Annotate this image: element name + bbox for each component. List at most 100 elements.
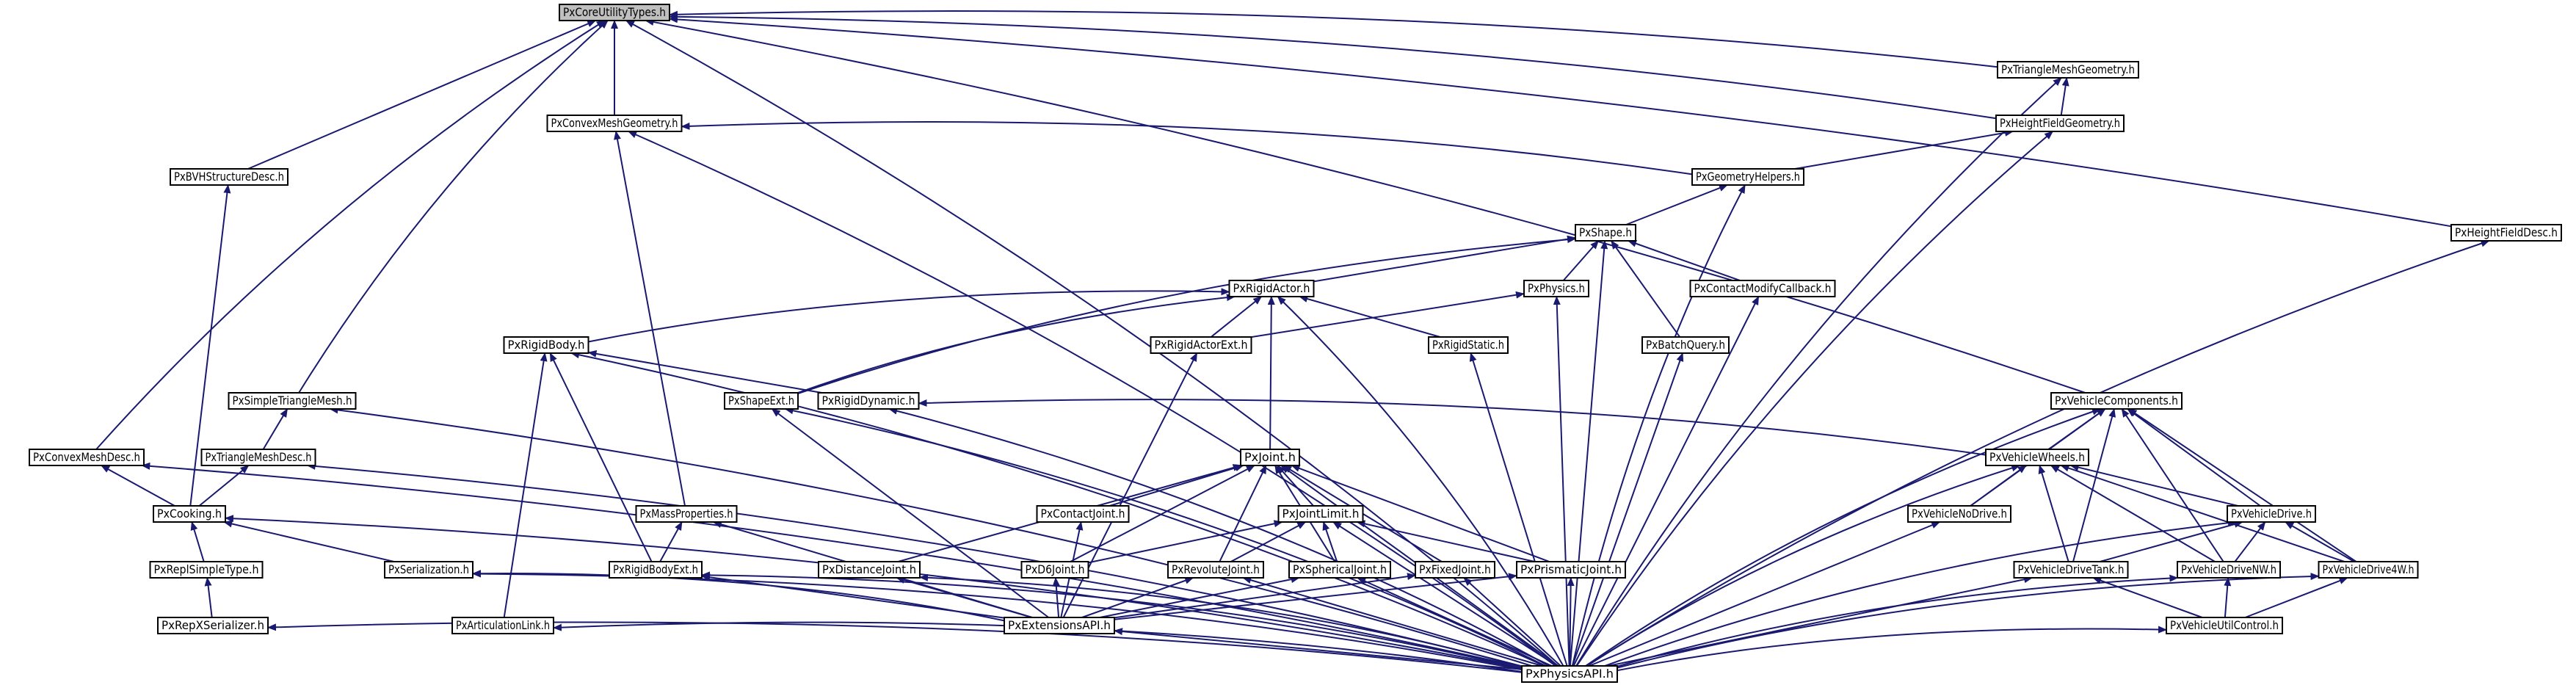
node-box [2450,224,2562,242]
node-label: PxTriangleMeshDesc.h [206,450,312,464]
node-box [1691,168,1804,186]
node-physics[interactable]: PxPhysics.h [1523,280,1589,297]
node-serialization[interactable]: PxSerialization.h [384,561,474,579]
node-rigidbodyext[interactable]: PxRigidBodyExt.h [609,561,703,579]
node-physicsapi[interactable]: PxPhysicsAPI.h [1521,665,1618,683]
edge-vehdrivetank-to-vehcomp [2072,408,2116,562]
node-label: PxVehicleDriveTank.h [2018,562,2125,576]
node-cooking[interactable]: PxCooking.h [153,505,226,523]
node-replserializer[interactable]: PxRepXSerializer.h [157,617,269,634]
edge-physicsapi-to-vehdrivetank [1608,576,2033,667]
node-box [1995,115,2125,132]
node-bvh[interactable]: PxBVHStructureDesc.h [170,168,289,186]
edge-geomhelpers-to-convexgeom [681,121,1693,175]
node-tridesc[interactable]: PxTriangleMeshDesc.h [200,449,316,466]
edge-extensionsapi-to-fixedjoint [1114,573,1416,619]
node-label: PxMassProperties.h [640,507,733,521]
node-hfgeom[interactable]: PxHeightFieldGeometry.h [1995,115,2125,132]
edge-shapeext-to-rigidactor [797,294,1236,394]
node-vehwheels[interactable]: PxVehicleWheels.h [1985,449,2089,466]
node-vehcomp[interactable]: PxVehicleComponents.h [2050,392,2183,410]
node-box [1167,561,1264,579]
node-label: PxRevoluteJoint.h [1172,562,1260,576]
edge-rigidactorext-to-rigidactor [1211,296,1263,338]
node-distancejoint[interactable]: PxDistanceJoint.h [818,561,921,579]
node-vehdrivetank[interactable]: PxVehicleDriveTank.h [2013,561,2129,579]
node-extensionsapi[interactable]: PxExtensionsAPI.h [1004,617,1115,634]
edge-physicsapi-to-convexdesc [141,462,1523,668]
edge-physicsapi-to-hfdesc [1586,239,2490,667]
node-box [2177,561,2281,579]
node-label: PxCoreUtilityTypes.h [563,5,666,19]
edge-replserializer-to-replsimple [204,577,213,618]
node-trigeom[interactable]: PxTriangleMeshGeometry.h [1997,61,2139,79]
node-convexdesc[interactable]: PxConvexMeshDesc.h [29,449,145,466]
node-revolutejoint[interactable]: PxRevoluteJoint.h [1167,561,1264,579]
edge-physics-to-shape [1562,240,1600,281]
node-convexgeom[interactable]: PxConvexMeshGeometry.h [546,115,683,132]
node-rigidstatic[interactable]: PxRigidStatic.h [1428,336,1509,354]
node-simpletri[interactable]: PxSimpleTriangleMesh.h [228,392,357,410]
node-label: PxExtensionsAPI.h [1008,618,1111,632]
edge-vehcomp-to-core [645,18,2086,394]
node-box [1985,449,2089,466]
node-core[interactable]: PxCoreUtilityTypes.h [559,4,670,21]
node-batchquery[interactable]: PxBatchQuery.h [1641,336,1730,354]
node-vehnodrive[interactable]: PxVehicleNoDrive.h [1907,505,2011,523]
node-label: PxShapeExt.h [728,394,794,407]
node-jointlimit[interactable]: PxJointLimit.h [1277,505,1364,523]
node-label: PxVehicleDriveNW.h [2181,562,2276,576]
edge-physicsapi-to-contactmod [1572,296,1760,667]
node-box [2166,617,2283,634]
edge-rigidstatic-to-rigidactor [1299,295,1440,338]
node-contactmod[interactable]: PxContactModifyCallback.h [1689,280,1836,297]
node-vehdrive4w[interactable]: PxVehicleDrive4W.h [2318,561,2419,579]
node-hfdesc[interactable]: PxHeightFieldDesc.h [2450,224,2562,242]
node-shape[interactable]: PxShape.h [1575,224,1636,242]
edge-simpletri-to-core [298,20,609,394]
node-shapeext[interactable]: PxShapeExt.h [724,392,799,410]
edge-physicsapi-to-tridesc [306,462,1523,667]
node-label: PxRigidActorExt.h [1155,338,1248,352]
node-joint[interactable]: PxJoint.h [1240,449,1300,466]
node-box [384,561,474,579]
edge-trigeom-to-core [669,10,1998,68]
node-sphericaljoint[interactable]: PxSphericalJoint.h [1288,561,1391,579]
edge-physicsapi-to-batchquery [1571,352,1684,667]
node-prismaticjoint[interactable]: PxPrismaticJoint.h [1516,561,1626,579]
edge-physicsapi-to-simpletri [329,406,1532,667]
edge-extensionsapi-to-serialization [472,570,1005,622]
node-label: PxRepXSerializer.h [162,618,264,632]
node-massprops[interactable]: PxMassProperties.h [635,505,738,523]
edge-physicsapi-to-vehutilcontrol [1617,626,2167,672]
edge-physicsapi-to-geomhelpers [1571,184,1746,667]
edge-prismaticjoint-to-jointlimit [1356,520,1535,562]
node-label: PxBatchQuery.h [1646,338,1725,352]
node-vehdrivenw[interactable]: PxVehicleDriveNW.h [2177,561,2281,579]
edge-physicsapi-to-vehdrive [1604,519,2237,667]
node-box [1997,61,2139,79]
node-articulationlink[interactable]: PxArticulationLink.h [451,617,554,634]
node-label: PxPhysicsAPI.h [1525,667,1614,681]
edge-hfgeom-to-trigeom [2060,77,2069,116]
node-box [1907,505,2011,523]
edge-vehutilcontrol-to-vehdrive4w [2245,577,2348,618]
node-box [1240,449,1300,466]
node-d6joint[interactable]: PxD6Joint.h [1020,561,1089,579]
node-replsimple[interactable]: PxReplSimpleType.h [149,561,264,579]
edge-physicsapi-to-sphericaljoint [1357,577,1553,667]
node-rigiddynamic[interactable]: PxRigidDynamic.h [817,392,920,410]
node-rigidactorext[interactable]: PxRigidActorExt.h [1150,336,1252,354]
node-fixedjoint[interactable]: PxFixedJoint.h [1415,561,1495,579]
node-label: PxVehicleDrive4W.h [2323,562,2414,576]
node-rigidactor[interactable]: PxRigidActor.h [1228,280,1315,297]
node-geomhelpers[interactable]: PxGeometryHelpers.h [1691,168,1804,186]
node-rigidbody[interactable]: PxRigidBody.h [503,336,589,354]
node-label: PxHeightFieldDesc.h [2455,225,2558,239]
node-contactjoint[interactable]: PxContactJoint.h [1036,505,1130,523]
node-vehutilcontrol[interactable]: PxVehicleUtilControl.h [2166,617,2283,634]
edge-physicsapi-to-core [625,20,1559,667]
edge-geomhelpers-to-hfgeom [1794,128,2014,170]
node-label: PxRigidStatic.h [1432,338,1504,352]
node-vehdrive[interactable]: PxVehicleDrive.h [2227,505,2316,523]
